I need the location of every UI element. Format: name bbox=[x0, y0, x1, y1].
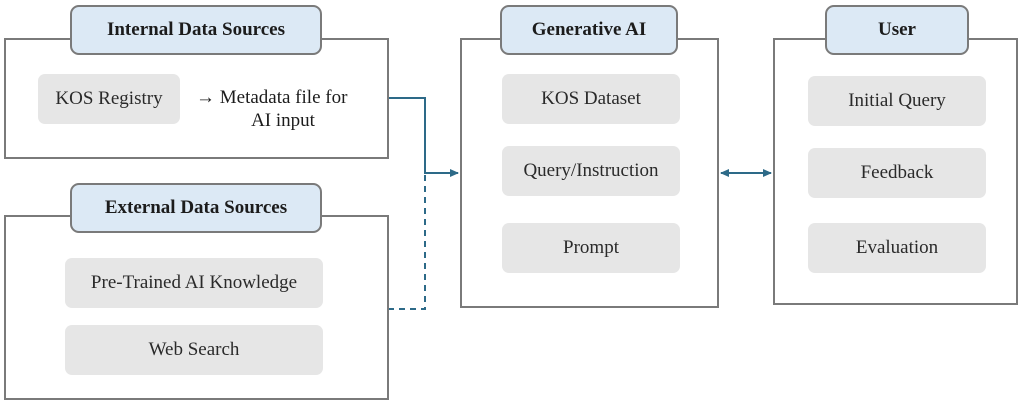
generative-ai-title: Generative AI bbox=[500, 5, 678, 55]
external-to-genai-connector bbox=[388, 173, 426, 310]
right-arrow-icon: → bbox=[196, 87, 215, 108]
metadata-note-line1: Metadata file for bbox=[219, 87, 348, 108]
evaluation-item: Evaluation bbox=[808, 223, 986, 273]
user-title: User bbox=[825, 5, 969, 55]
feedback-item: Feedback bbox=[808, 148, 986, 198]
prompt-item: Prompt bbox=[502, 223, 680, 273]
web-search-item: Web Search bbox=[65, 325, 323, 375]
metadata-note: → Metadata file for AI input bbox=[196, 86, 376, 134]
kos-registry-item: KOS Registry bbox=[38, 74, 180, 124]
internal-to-genai-connector bbox=[388, 97, 459, 177]
kos-dataset-item: KOS Dataset bbox=[502, 74, 680, 124]
query-instruction-item: Query/Instruction bbox=[502, 146, 680, 196]
pre-trained-ai-knowledge-item: Pre-Trained AI Knowledge bbox=[65, 258, 323, 308]
metadata-note-line2: AI input bbox=[251, 110, 315, 131]
internal-data-sources-title: Internal Data Sources bbox=[70, 5, 322, 55]
initial-query-item: Initial Query bbox=[808, 76, 986, 126]
external-data-sources-title: External Data Sources bbox=[70, 183, 322, 233]
